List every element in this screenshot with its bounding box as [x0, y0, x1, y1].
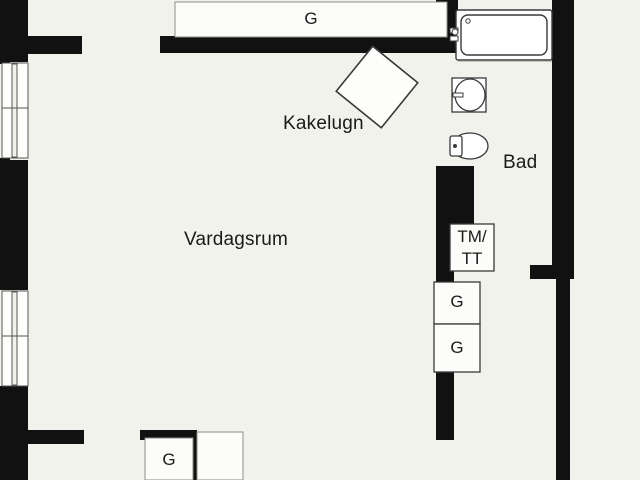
- toilet-icon: [449, 132, 489, 160]
- window-left-lower: [1, 290, 29, 387]
- windows: [1, 62, 29, 387]
- box-wardrobe-top: [174, 1, 448, 38]
- wall-left-cap-b: [0, 158, 10, 160]
- wall-stub-lower-left: [28, 430, 84, 444]
- washer-dryer-line-1: TM/: [457, 227, 487, 246]
- wall-bath-right: [552, 0, 574, 268]
- box-label-wardrobe-mid-lower: G: [450, 338, 464, 357]
- window-left-upper: [1, 62, 29, 159]
- box-washer-dryer: [449, 223, 495, 272]
- box-label-wardrobe-bottom: G: [162, 450, 176, 469]
- wall-stub-upper-left: [28, 36, 82, 54]
- wall-left-seg-2: [0, 160, 28, 290]
- appliance-boxes: [144, 1, 495, 480]
- box-label-wardrobe-mid-upper: G: [450, 292, 464, 311]
- tiled-stove-icon: [335, 45, 419, 129]
- wall-left-seg-1: [0, 0, 28, 62]
- box-closet-bottom-right: [196, 431, 244, 480]
- box-label-wardrobe-top: G: [304, 9, 318, 28]
- room-label-bathroom: Bad: [503, 152, 538, 173]
- wall-right-corridor: [556, 265, 570, 480]
- box-wardrobe-mid-upper: [433, 281, 481, 325]
- washer-dryer-line-2: TT: [461, 249, 483, 268]
- bathtub-icon: [449, 9, 553, 61]
- wall-bottom-wardrobe-top: [140, 430, 196, 440]
- feature-label-tiled-stove: Kakelugn: [283, 113, 364, 134]
- sink-icon: [451, 77, 487, 113]
- box-wardrobe-bottom: [144, 437, 194, 480]
- wall-top-center: [160, 36, 445, 53]
- room-label-living-room: Vardagsrum: [184, 229, 289, 250]
- box-wardrobe-mid-lower: [433, 323, 481, 373]
- wall-left-seg-3: [0, 386, 28, 480]
- box-label-washer-dryer: TM/ TT: [450, 226, 494, 270]
- bathroom-fixtures: [449, 9, 553, 160]
